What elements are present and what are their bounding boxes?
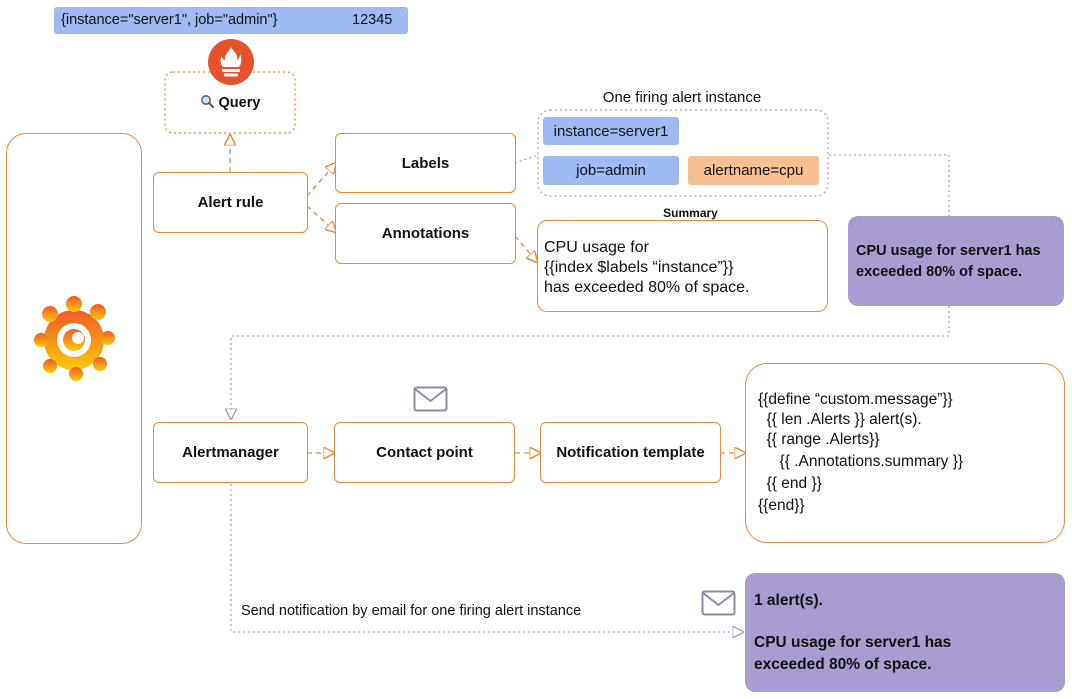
template-line-4: {{ .Annotations.summary }} [758,453,964,470]
summary-line-3: has exceeded 80% of space. [544,279,750,296]
alertmanager-box: Alertmanager [153,422,308,483]
template-line-5: {{ end }} [758,475,822,492]
rule-to-labels-arrow [306,163,336,197]
summary-line-2: {{index $labels “instance”}} [544,259,734,276]
contact-point-label: Contact point [376,444,473,461]
template-code-box: {{define “custom.message”}} {{ len .Aler… [745,363,1065,543]
alert-rule-label: Alert rule [197,194,264,211]
rendered-summary-card: CPU usage for server1 has exceeded 80% o… [848,216,1064,306]
grafana-logo [34,294,116,382]
firing-instance-title: One firing alert instance [602,89,762,106]
notification-template-box: Notification template [540,422,721,483]
notification-template-label: Notification template [556,444,705,461]
mail-icon [413,386,448,412]
output-to-alertmanager-link [231,306,950,419]
label-chip-instance: instance=server1 [543,117,679,145]
send-notification-note: Send notification by email for one firin… [241,603,582,619]
annotations-label: Annotations [381,225,470,242]
annotations-to-summary-arrow [514,235,537,262]
rendered-summary-text: CPU usage for server1 has exceeded 80% o… [856,243,1041,280]
contact-point-box: Contact point [334,422,515,483]
alertmanager-label: Alertmanager [182,444,279,461]
summary-line-1: CPU usage for [544,239,649,256]
query-label: Query [218,95,261,111]
mail-icon [701,590,736,616]
template-line-6: {{end}} [758,497,805,514]
firing-instance-container-outline [537,109,829,197]
template-line-1: {{define “custom.message”}} [758,391,953,408]
metric-labels: {instance="server1", job="admin"} [61,12,278,28]
email-output-line-2: CPU usage for server1 has exceeded 80% o… [754,634,952,673]
label-chip-alertname: alertname=cpu [688,156,819,185]
annotations-box: Annotations [335,203,516,264]
label-chip-job: job=admin [543,156,679,185]
labels-label: Labels [401,154,450,172]
summary-box: CPU usage for {{index $labels “instance”… [537,220,828,312]
search-icon [200,94,214,112]
prometheus-logo [207,38,255,86]
metric-banner: {instance="server1", job="admin"} 12345 [54,7,408,34]
rule-to-annotations-arrow [306,205,336,232]
summary-title: Summary [663,206,718,220]
alert-rule-box: Alert rule [153,172,308,233]
template-line-2: {{ len .Alerts }} alert(s). [758,411,922,428]
template-line-3: {{ range .Alerts}} [758,431,880,448]
metric-value: 12345 [352,12,393,28]
email-output-card: 1 alert(s). CPU usage for server1 has ex… [745,573,1065,692]
email-output-line-1: 1 alert(s). [754,592,823,609]
labels-box: Labels [335,133,516,193]
labels-to-chips-link [514,154,539,164]
instance-to-output-link [829,154,950,216]
query-step: Query [165,92,295,114]
